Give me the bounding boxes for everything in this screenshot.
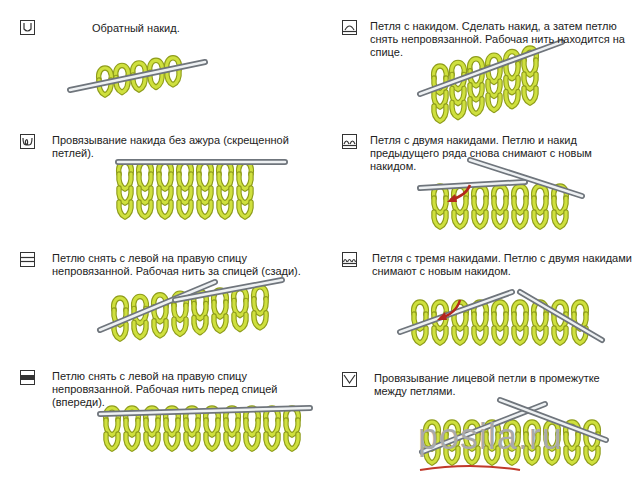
legend-text: Петлю снять с левой на правую спицу непр…: [52, 370, 314, 409]
legend-text: Петля с накидом. Сделать накид, а затем …: [370, 20, 632, 59]
watermark: posila.ru: [418, 416, 563, 458]
knitting-illustration: [100, 280, 282, 339]
knit-symbol: [343, 373, 357, 387]
legend-text: Обратный накид.: [92, 22, 302, 35]
knitting-illustration: [420, 42, 562, 121]
watermark-ornament: [420, 466, 520, 470]
legend-text: Провязывание лицевой петли в промежутке …: [374, 372, 632, 398]
legend-text: Петля с тремя накидами. Петлю с двумя на…: [372, 252, 632, 278]
legend-text: Провязывание накида без ажура (скрещенно…: [52, 134, 314, 160]
knit-symbol: [21, 21, 35, 35]
knitting-illustration: [118, 162, 285, 217]
knitting-illustration: [70, 58, 205, 95]
knit-symbol: [343, 253, 357, 267]
knit-symbol: [21, 371, 35, 385]
knit-symbol: [21, 253, 35, 267]
knitting-illustration: [420, 160, 582, 227]
knit-symbol: [21, 135, 35, 149]
knit-symbol: [343, 21, 357, 35]
legend-text: Петлю снять с левой на правую спицу непр…: [52, 252, 314, 278]
knitting-illustration: [400, 292, 602, 343]
knitting-illustration: [100, 408, 310, 449]
knit-symbol: [343, 135, 357, 149]
legend-text: Петля с двумя накидами. Петлю и накид пр…: [370, 134, 632, 173]
